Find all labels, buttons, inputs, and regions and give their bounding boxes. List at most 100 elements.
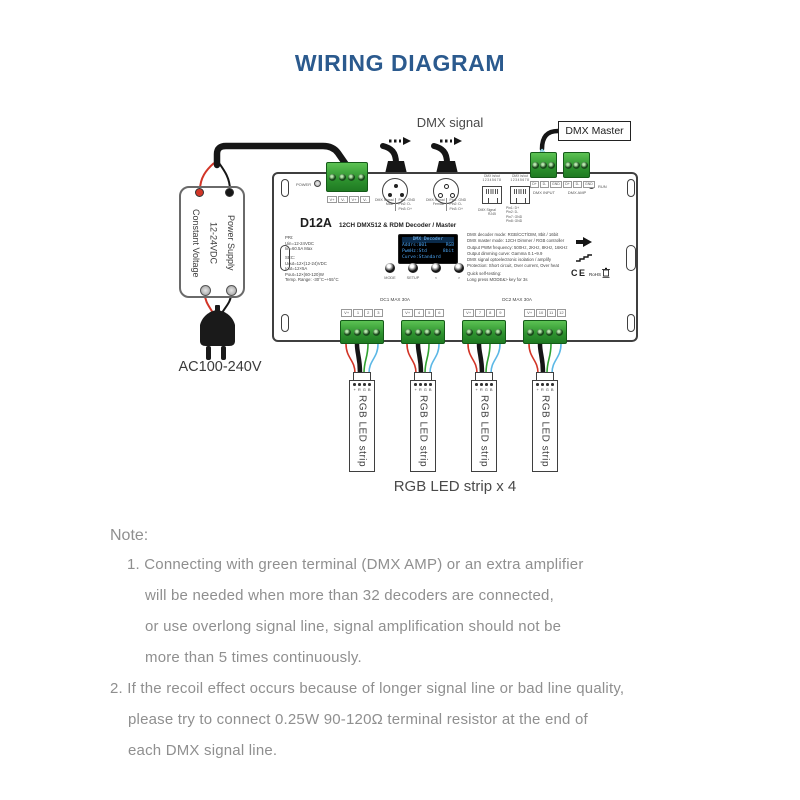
- ac-input-label: AC100-240V: [178, 359, 262, 375]
- mounting-hole: [627, 314, 635, 332]
- signal-arrow-head: [403, 137, 411, 145]
- terminal-screw: [565, 161, 572, 169]
- mode-button-label: MODE: [384, 276, 396, 280]
- signal-amplify-icon: [576, 237, 592, 247]
- terminal-screw: [546, 328, 554, 336]
- strip-wires: [345, 343, 562, 374]
- dmx-amp-label: DMX AMP: [567, 190, 587, 195]
- xlr-male-connector: [382, 178, 408, 204]
- mounting-hole: [627, 179, 635, 197]
- xlr-pin: [394, 184, 398, 188]
- strip-pin-header: +RGB: [475, 386, 495, 392]
- output-terminal: [462, 320, 506, 344]
- notes-heading: Note:: [110, 527, 149, 544]
- weee-bin-icon: [602, 267, 610, 278]
- strip-label: RGB LED strip: [539, 394, 551, 467]
- terminal-screw: [532, 161, 539, 169]
- dimming-curve-icon: [576, 254, 592, 262]
- terminal-screw: [526, 328, 534, 336]
- mounting-hole: [280, 245, 290, 271]
- terminal-screw: [343, 328, 351, 336]
- terminal-screw: [338, 173, 346, 181]
- power-supply-box: [179, 186, 245, 298]
- psu-negative-terminal: [225, 188, 234, 197]
- next-button[interactable]: [454, 263, 464, 273]
- terminal-screw: [353, 328, 361, 336]
- device-subtitle: 12CH DMX512 & RDM Decoder / Master: [339, 222, 457, 229]
- dmx-input-label: DMX INPUT: [533, 190, 555, 195]
- xlr-pin: [400, 193, 404, 197]
- oled-line: DMX Decoder: [402, 237, 454, 243]
- sec-specs: SEC: Uout=12×(12-24)VDC Iout=12×5A Pout=…: [285, 255, 339, 282]
- dmx-master-box: DMX Master: [558, 121, 631, 141]
- prev-button[interactable]: [431, 263, 441, 273]
- terminal-screw: [581, 161, 588, 169]
- setup-button[interactable]: [408, 263, 418, 273]
- mounting-hole: [626, 245, 636, 271]
- page-title: WIRING DIAGRAM: [294, 50, 506, 76]
- ce-mark: CE: [571, 268, 587, 278]
- strip-pads: [536, 383, 554, 386]
- rj45-pinout: Pin1: D+ Pin2: D- Pin7: GND Pin8: GND: [506, 206, 523, 224]
- oled-line: Curve:Standard: [402, 254, 441, 260]
- strip-pin-header: +RGB: [353, 386, 373, 392]
- strip-pin-header: +RGB: [414, 386, 434, 392]
- xlr-female-cable: [431, 143, 450, 166]
- terminal-screw: [475, 328, 483, 336]
- mounting-hole: [281, 314, 289, 332]
- strip-pads: [353, 383, 371, 386]
- power-pin-labels: V+ V- V+ V-: [327, 196, 370, 203]
- note-2: 2. If the recoil effect occurs because o…: [110, 680, 625, 759]
- dc2-label: DC2 MAX 30A: [502, 297, 532, 302]
- strip-label: RGB LED strip: [356, 394, 368, 467]
- terminal-screw: [548, 161, 555, 169]
- terminal-screw: [404, 328, 412, 336]
- dmx-input-pins: D+ D- GND: [530, 181, 562, 188]
- rj45-jack: [510, 186, 530, 204]
- feature-specs: DMX decoder mode: RGB/CCT/DIM, 8bit / 16…: [467, 232, 568, 269]
- terminal-screw: [536, 328, 544, 336]
- psu-ac-screw: [200, 285, 211, 296]
- xlr-pin: [388, 193, 392, 197]
- signal-arrow-head: [454, 137, 462, 145]
- xlr-socket: [450, 193, 455, 198]
- dmx-signal-label: DMX signal: [416, 115, 484, 130]
- power-input-terminal: [326, 162, 368, 192]
- output-terminal: [401, 320, 445, 344]
- dmx-amp-pins: D+ D- GND: [563, 181, 595, 188]
- terminal-screw: [348, 173, 356, 181]
- output-terminal: [523, 320, 567, 344]
- note-1: 1. Connecting with green terminal (DMX A…: [127, 556, 584, 666]
- rohs-mark: RoHS: [589, 272, 602, 277]
- setup-button-label: SETUP: [406, 276, 420, 280]
- strip-pin-header: +RGB: [536, 386, 556, 392]
- terminal-screw: [373, 328, 381, 336]
- rgb-led-strip: +RGB RGB LED strip: [471, 380, 497, 472]
- terminal-screw: [424, 328, 432, 336]
- strip-count-caption: RGB LED strip x 4: [393, 478, 517, 495]
- power-led: [314, 180, 321, 187]
- output-terminal: [340, 320, 384, 344]
- power-supply-label: Power Supply 12-24VDC Constant Voltage: [191, 208, 236, 278]
- terminal-screw: [465, 328, 473, 336]
- psu-positive-terminal: [195, 188, 204, 197]
- strip-label: RGB LED strip: [478, 394, 490, 467]
- dmx-master-cable: [539, 128, 561, 152]
- power-led-label: POWER: [296, 182, 312, 187]
- run-led-label: RUN: [598, 184, 607, 189]
- dmx-amp-terminal: [563, 152, 590, 178]
- dmx-input-terminal: [530, 152, 557, 178]
- mode-button[interactable]: [385, 263, 395, 273]
- next-button-label: >: [457, 276, 461, 280]
- terminal-screw: [329, 173, 337, 181]
- xlr-socket: [444, 184, 449, 189]
